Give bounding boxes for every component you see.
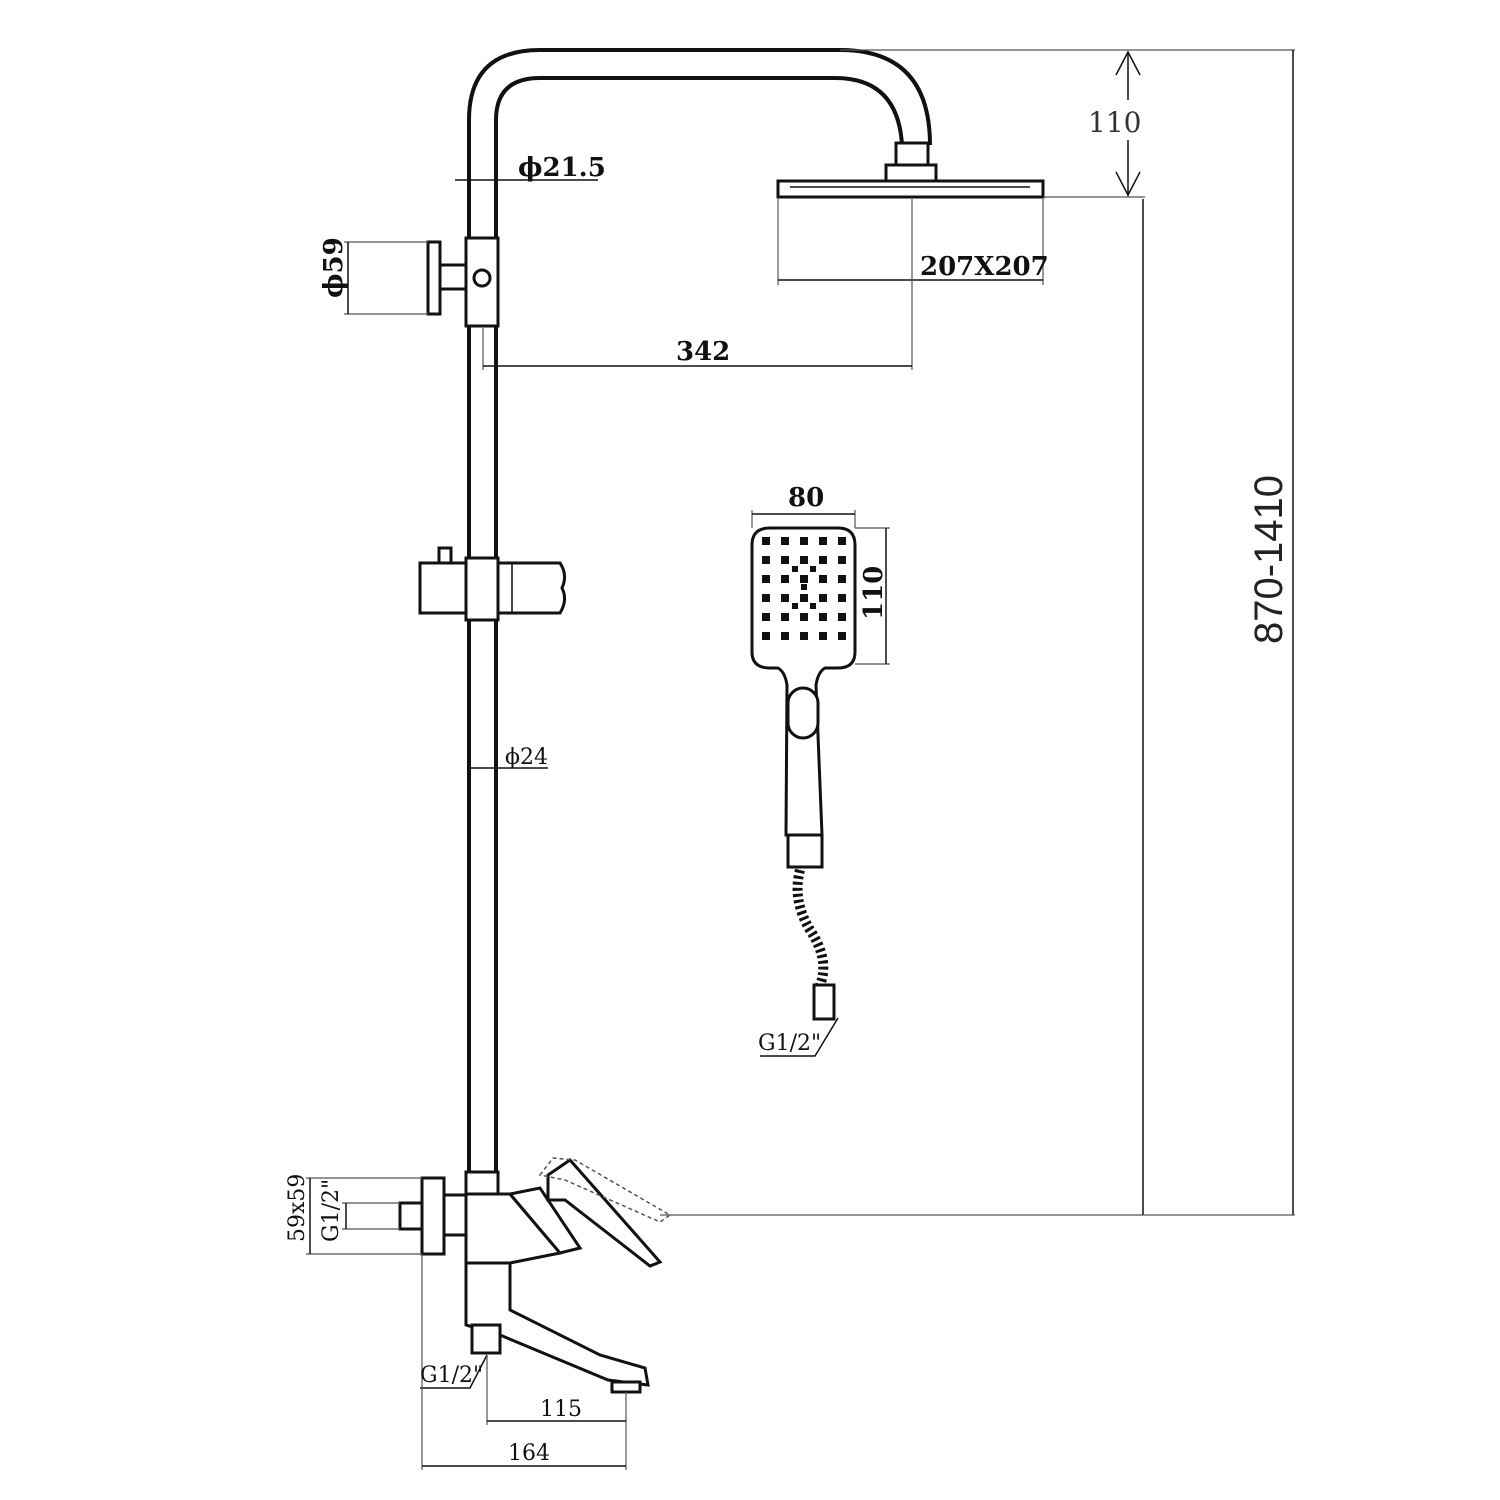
dim-rail-diameter: ϕ24 <box>505 745 548 770</box>
dim-hose-thread: G1/2" <box>758 1031 821 1056</box>
dimension-labels: 110 ϕ21.5 207X207 ϕ59 342 870-1410 80 11… <box>285 106 1291 1466</box>
dim-hand-shower-width: 80 <box>788 483 824 513</box>
dim-mixer-depth: 164 <box>508 1441 550 1466</box>
dim-spout-thread: G1/2" <box>420 1363 483 1388</box>
dim-arm-reach: 342 <box>676 337 730 367</box>
dimension-lines <box>306 49 1295 1470</box>
slider-holder <box>418 546 567 622</box>
bath-mixer <box>398 1157 672 1394</box>
dim-hand-shower-head-height: 110 <box>859 566 889 620</box>
dim-total-height: 870-1410 <box>1247 475 1291 644</box>
nozzle-grid <box>762 537 846 640</box>
dim-pipe-diameter-top: ϕ21.5 <box>518 153 606 183</box>
dim-spout-length: 115 <box>540 1397 582 1422</box>
hose <box>792 868 836 1021</box>
dim-wall-mount-diameter: ϕ59 <box>319 237 349 298</box>
dim-head-size: 207X207 <box>920 252 1049 282</box>
hand-shower <box>750 526 857 869</box>
wall-bracket-top <box>426 236 500 328</box>
dim-arm-height: 110 <box>1088 106 1141 139</box>
dim-mixer-thread: G1/2" <box>319 1179 344 1242</box>
rain-shower-head <box>776 179 1045 199</box>
dim-mixer-plate: 59x59 <box>285 1174 310 1242</box>
